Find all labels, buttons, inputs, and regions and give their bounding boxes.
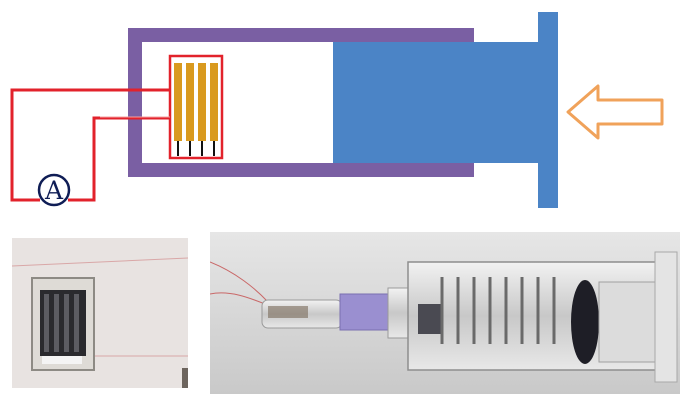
plunger-flange (538, 12, 558, 208)
ammeter-label: A (44, 176, 64, 205)
push-arrow-icon (568, 86, 662, 138)
barrel-bottom-wall (128, 163, 474, 177)
plunger-head (333, 42, 538, 163)
sensor-photo (12, 238, 188, 388)
electrode-strip (186, 63, 194, 141)
syringe-photo (210, 232, 680, 394)
wire-outer (12, 90, 170, 200)
electrode-strip (198, 63, 206, 141)
syringe-sensor-diagram: A (0, 0, 680, 225)
electrode-strip (174, 63, 182, 141)
barrel-top-wall (128, 28, 474, 42)
electrode-strip (210, 63, 218, 141)
syringe-photo-image (210, 232, 680, 394)
wire-inner (68, 118, 170, 200)
barrel-left-wall (128, 28, 142, 177)
sensor-photo-image (12, 238, 188, 388)
